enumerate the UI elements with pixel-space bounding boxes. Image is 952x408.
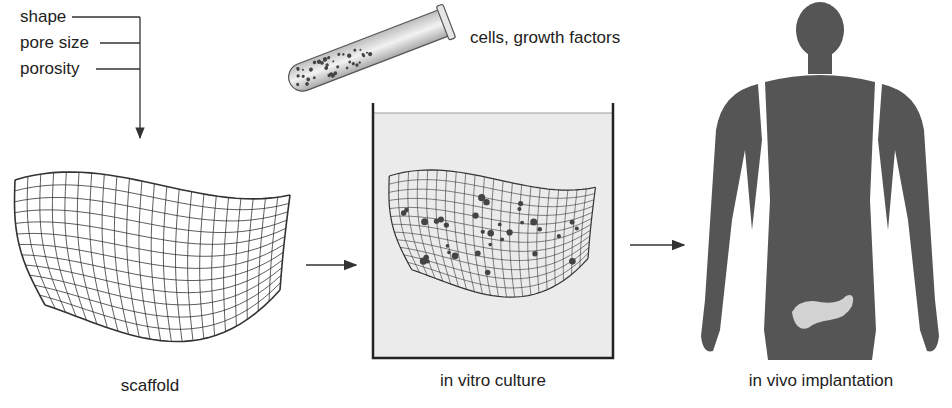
scaffold-mesh xyxy=(15,172,291,342)
cells xyxy=(401,194,579,275)
panel-caption: scaffold xyxy=(0,376,300,396)
panel-caption: in vitro culture xyxy=(362,371,624,391)
process-arrow xyxy=(630,244,684,246)
implanted-organ xyxy=(792,295,853,329)
parameter-label: pore size xyxy=(20,33,89,53)
parameter-label: porosity xyxy=(20,59,80,79)
human-silhouette xyxy=(701,2,939,360)
figure-panel: in vitro culture xyxy=(362,95,624,395)
figure-panel: in vivo implantation xyxy=(690,0,952,395)
panel-caption: in vivo implantation xyxy=(690,371,952,391)
parameter-label: shape xyxy=(20,7,66,27)
figure-panel: scaffold xyxy=(0,140,300,400)
culture-beaker xyxy=(373,103,613,358)
process-arrow xyxy=(306,264,356,266)
test-tube xyxy=(283,4,456,99)
seeded-scaffold xyxy=(389,170,596,297)
parameter-label: cells, growth factors xyxy=(470,28,620,48)
